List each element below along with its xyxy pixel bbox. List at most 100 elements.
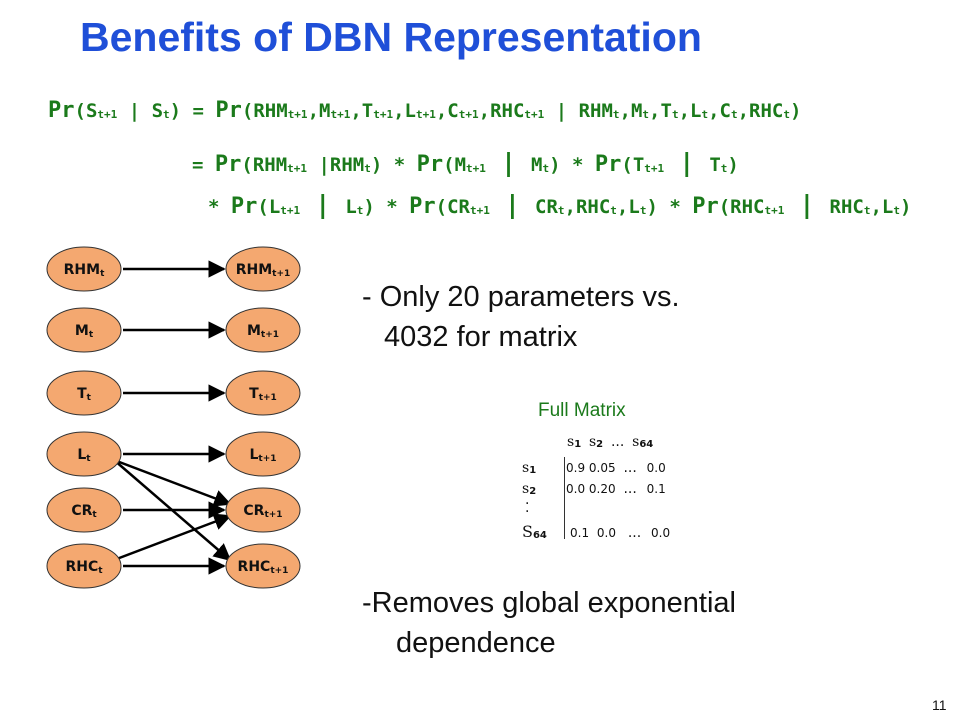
bullet-text: -Removes global exponential bbox=[362, 587, 736, 619]
eq-text: = bbox=[192, 154, 215, 176]
eq-sub: t bbox=[642, 108, 650, 121]
eq-text: ) bbox=[789, 100, 802, 122]
node-label-main: L bbox=[77, 447, 86, 463]
node-rhc-t1: RHCt+1 bbox=[225, 543, 301, 589]
eq-sub: t+1 bbox=[280, 204, 301, 217]
eq-text: ) * bbox=[646, 196, 693, 218]
node-label: RHMt bbox=[64, 262, 105, 279]
node-rhm-t1: RHMt+1 bbox=[225, 246, 301, 292]
matrix-cell: 0.9 bbox=[566, 461, 586, 475]
bullet-text: dependence bbox=[396, 627, 556, 659]
eq-sub: t bbox=[356, 204, 364, 217]
dbn-nodes: RHMtMtTtLtCRtRHCtRHMt+1Mt+1Tt+1Lt+1CRt+1… bbox=[46, 246, 301, 589]
matrix-cell: 0.05 bbox=[588, 461, 616, 475]
node-t-t: Tt bbox=[46, 370, 122, 416]
matrix-row-sub: 2 bbox=[529, 486, 537, 497]
node-ellipse bbox=[46, 543, 122, 589]
edge-arrow bbox=[113, 513, 232, 562]
node-label: Tt+1 bbox=[249, 386, 277, 403]
equation-line-1: Pr(St+1 | St) = Pr(RHMt+1,Mt+1,Tt+1,Lt+1… bbox=[48, 98, 801, 123]
matrix-row-label: s bbox=[522, 460, 530, 476]
node-cr-t: CRt bbox=[46, 487, 122, 533]
node-ellipse bbox=[225, 246, 301, 292]
matrix-vertical-dots: . . bbox=[525, 493, 529, 515]
node-label-sub: t bbox=[87, 393, 92, 403]
matrix-col-sub: 2 bbox=[596, 439, 604, 450]
eq-sub: t bbox=[783, 108, 790, 121]
eq-sub: t+1 bbox=[466, 162, 486, 175]
matrix-row-header: S64 bbox=[522, 522, 570, 541]
node-label: Lt+1 bbox=[249, 447, 276, 464]
node-cr-t1: CRt+1 bbox=[225, 487, 301, 533]
matrix-col-label: s bbox=[567, 434, 575, 450]
matrix-row-header: s2 bbox=[522, 481, 566, 497]
eq-text: ,C bbox=[435, 100, 459, 122]
node-label-main: T bbox=[249, 386, 259, 402]
eq-text: (RHC bbox=[718, 196, 765, 218]
node-ellipse bbox=[46, 307, 122, 353]
eq-sub: t bbox=[639, 204, 647, 217]
matrix-row-sub: 64 bbox=[532, 530, 547, 541]
node-label-main: CR bbox=[243, 503, 264, 519]
matrix-col-label: s bbox=[588, 434, 597, 450]
node-label: Mt bbox=[75, 323, 94, 340]
eq-text: ,T bbox=[649, 100, 672, 122]
matrix-row-sub: 1 bbox=[529, 465, 537, 476]
matrix-row-label: S bbox=[522, 522, 533, 541]
matrix-dots: ... bbox=[627, 525, 642, 541]
node-m-t1: Mt+1 bbox=[225, 307, 301, 353]
node-label: RHMt+1 bbox=[236, 262, 291, 279]
eq-text: ,RHC bbox=[478, 100, 525, 122]
node-label: Mt+1 bbox=[247, 323, 279, 340]
eq-sub: t+1 bbox=[330, 108, 351, 121]
node-label-main: M bbox=[75, 323, 89, 339]
node-label-main: L bbox=[249, 447, 258, 463]
equation-line-2: = Pr(RHMt+1 |RHMt) * Pr(Mt+1 | Mt) * Pr(… bbox=[192, 148, 739, 177]
node-label-sub: t+1 bbox=[261, 330, 279, 340]
eq-text: CR bbox=[535, 196, 558, 218]
node-label-main: CR bbox=[71, 503, 92, 519]
eq-text: (RHM bbox=[241, 100, 288, 122]
eq-sub: t+1 bbox=[415, 108, 436, 121]
node-label-sub: t+1 bbox=[270, 566, 288, 576]
node-ellipse bbox=[46, 431, 122, 477]
eq-sub: t bbox=[612, 108, 620, 121]
node-label-sub: t+1 bbox=[264, 510, 282, 520]
eq-sub: t+1 bbox=[97, 108, 118, 121]
eq-text: ) * bbox=[370, 154, 417, 176]
eq-bar: | bbox=[300, 190, 346, 219]
node-ellipse bbox=[225, 431, 301, 477]
eq-bar: | bbox=[784, 190, 830, 219]
matrix-col-header: s1 bbox=[567, 434, 581, 450]
eq-sub: t+1 bbox=[764, 204, 785, 217]
eq-pr: Pr bbox=[692, 194, 719, 219]
eq-sub: t bbox=[557, 204, 565, 217]
eq-pr: Pr bbox=[214, 152, 242, 177]
eq-pr: Pr bbox=[409, 194, 436, 219]
eq-pr: Pr bbox=[230, 194, 258, 219]
node-label-sub: t+1 bbox=[272, 269, 290, 279]
dbn-edges bbox=[113, 260, 232, 575]
eq-text: ,L bbox=[678, 100, 702, 122]
node-label: CRt bbox=[71, 503, 97, 520]
node-label-main: M bbox=[247, 323, 261, 339]
bullet-text: - Only 20 parameters vs. bbox=[362, 281, 680, 313]
node-label-main: RHM bbox=[236, 262, 272, 278]
node-t-t1: Tt+1 bbox=[225, 370, 301, 416]
node-ellipse bbox=[46, 487, 122, 533]
page-number: 11 bbox=[932, 697, 947, 713]
eq-pr: Pr bbox=[416, 152, 444, 177]
matrix-cell: 0.20 bbox=[588, 482, 616, 496]
eq-text: ) * bbox=[363, 196, 410, 218]
eq-text: (CR bbox=[435, 196, 470, 218]
node-ellipse bbox=[46, 370, 122, 416]
eq-text: ,M bbox=[307, 100, 331, 122]
node-l-t1: Lt+1 bbox=[225, 431, 301, 477]
eq-text: ,M bbox=[619, 100, 643, 122]
node-label-main: RHM bbox=[64, 262, 100, 278]
eq-pr: Pr bbox=[48, 98, 75, 123]
node-label-main: T bbox=[77, 386, 87, 402]
eq-text: ,C bbox=[708, 100, 731, 122]
eq-text: (M bbox=[443, 154, 467, 176]
